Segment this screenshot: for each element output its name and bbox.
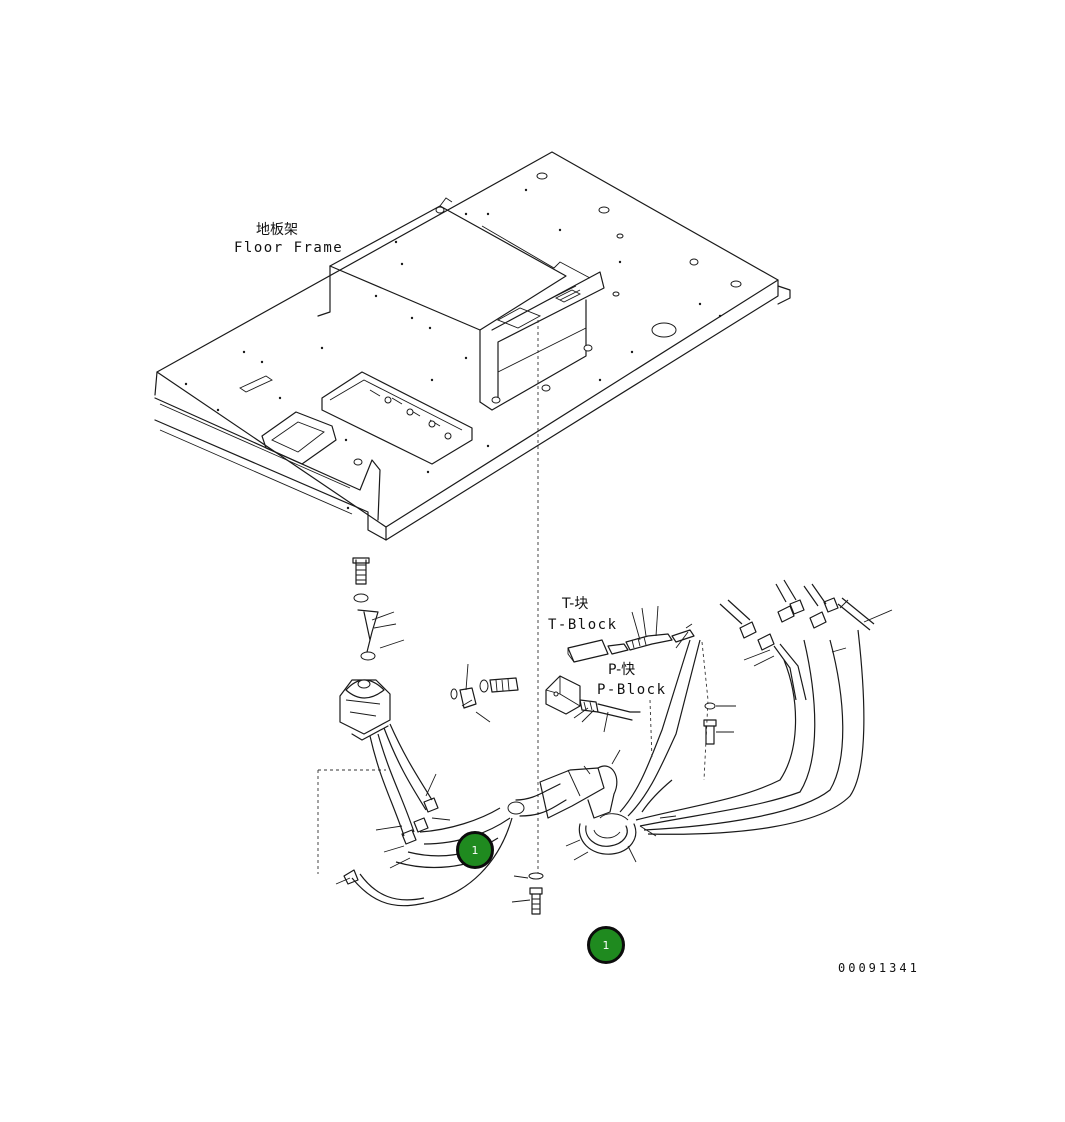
hardware [343,579,875,915]
drawing-code: 00091341 [838,961,920,975]
callout-badge-1[interactable]: 1 [456,831,494,869]
leader-lines [335,599,893,903]
floor-frame [154,151,791,541]
t-block-label-cn: T-块 [562,596,589,612]
hose-bundle [351,629,865,907]
p-block-label-cn: P-快 [608,662,636,678]
floor-frame-label-en: Floor Frame [234,240,344,256]
t-block-label-en: T-Block [548,617,618,633]
callout-badge-2[interactable]: 1 [587,926,625,964]
dashed-outline-left [317,769,386,874]
p-block-label-en: P-Block [597,682,667,698]
control-valve [339,557,433,837]
p-block-part [545,675,641,721]
floor-frame-label-cn: 地板架 [256,222,298,238]
t-block-part [567,623,695,663]
